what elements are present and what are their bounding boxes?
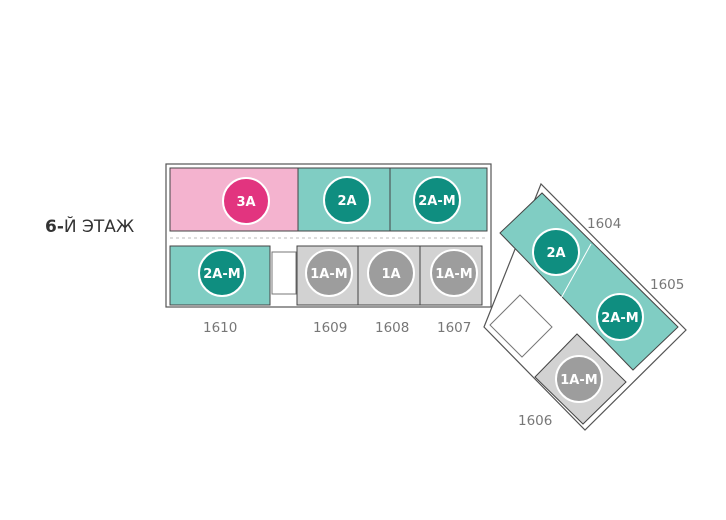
unit-badge-3a[interactable]: 3A [222,177,270,225]
unit-badge-2a[interactable]: 2A [532,228,580,276]
unit-badge-2a-m[interactable]: 2A-M [596,293,644,341]
apartment-number: 1609 [313,320,348,336]
unit-badge-1a-m[interactable]: 1A-M [555,355,603,403]
unit-circle[interactable] [198,249,246,297]
unit-badge-2a-m[interactable]: 2A-M [413,176,461,224]
unit-circle[interactable] [323,176,371,224]
apartment-number: 1608 [375,320,410,336]
floor-label: 6-Й ЭТАЖ [45,217,135,237]
unit-badge-2a-m[interactable]: 2A-M [198,249,246,297]
apartment-number: 1606 [518,413,553,429]
unit-badge-1a-m[interactable]: 1A-M [430,249,478,297]
unit-circle[interactable] [305,249,353,297]
unit-type-label: 2A-M [601,311,638,326]
stairwell [271,251,297,295]
unit-badge-2a[interactable]: 2A [323,176,371,224]
unit-type-label: 2A [546,246,565,261]
unit-badge-1a[interactable]: 1A [367,249,415,297]
unit-type-label: 2A-M [418,194,455,209]
unit-circle[interactable] [555,355,603,403]
unit-type-label: 2A-M [203,267,240,282]
unit-type-label: 1A [381,267,400,282]
apartment-number: 1605 [650,277,685,293]
unit-badge-1a-m[interactable]: 1A-M [305,249,353,297]
apartment-number: 1604 [587,216,622,232]
unit-type-label: 1A-M [310,267,347,282]
unit-type-label: 1A-M [560,373,597,388]
apartment-number: 1610 [203,320,238,336]
unit-circle[interactable] [596,293,644,341]
unit-type-label: 3A [236,195,255,210]
stairwell [489,294,553,358]
unit-circle[interactable] [367,249,415,297]
unit-circle[interactable] [532,228,580,276]
apartment-number: 1607 [437,320,472,336]
unit-type-label: 1A-M [435,267,472,282]
unit-circle[interactable] [430,249,478,297]
unit-circle[interactable] [222,177,270,225]
unit-type-label: 2A [337,194,356,209]
unit-circle[interactable] [413,176,461,224]
